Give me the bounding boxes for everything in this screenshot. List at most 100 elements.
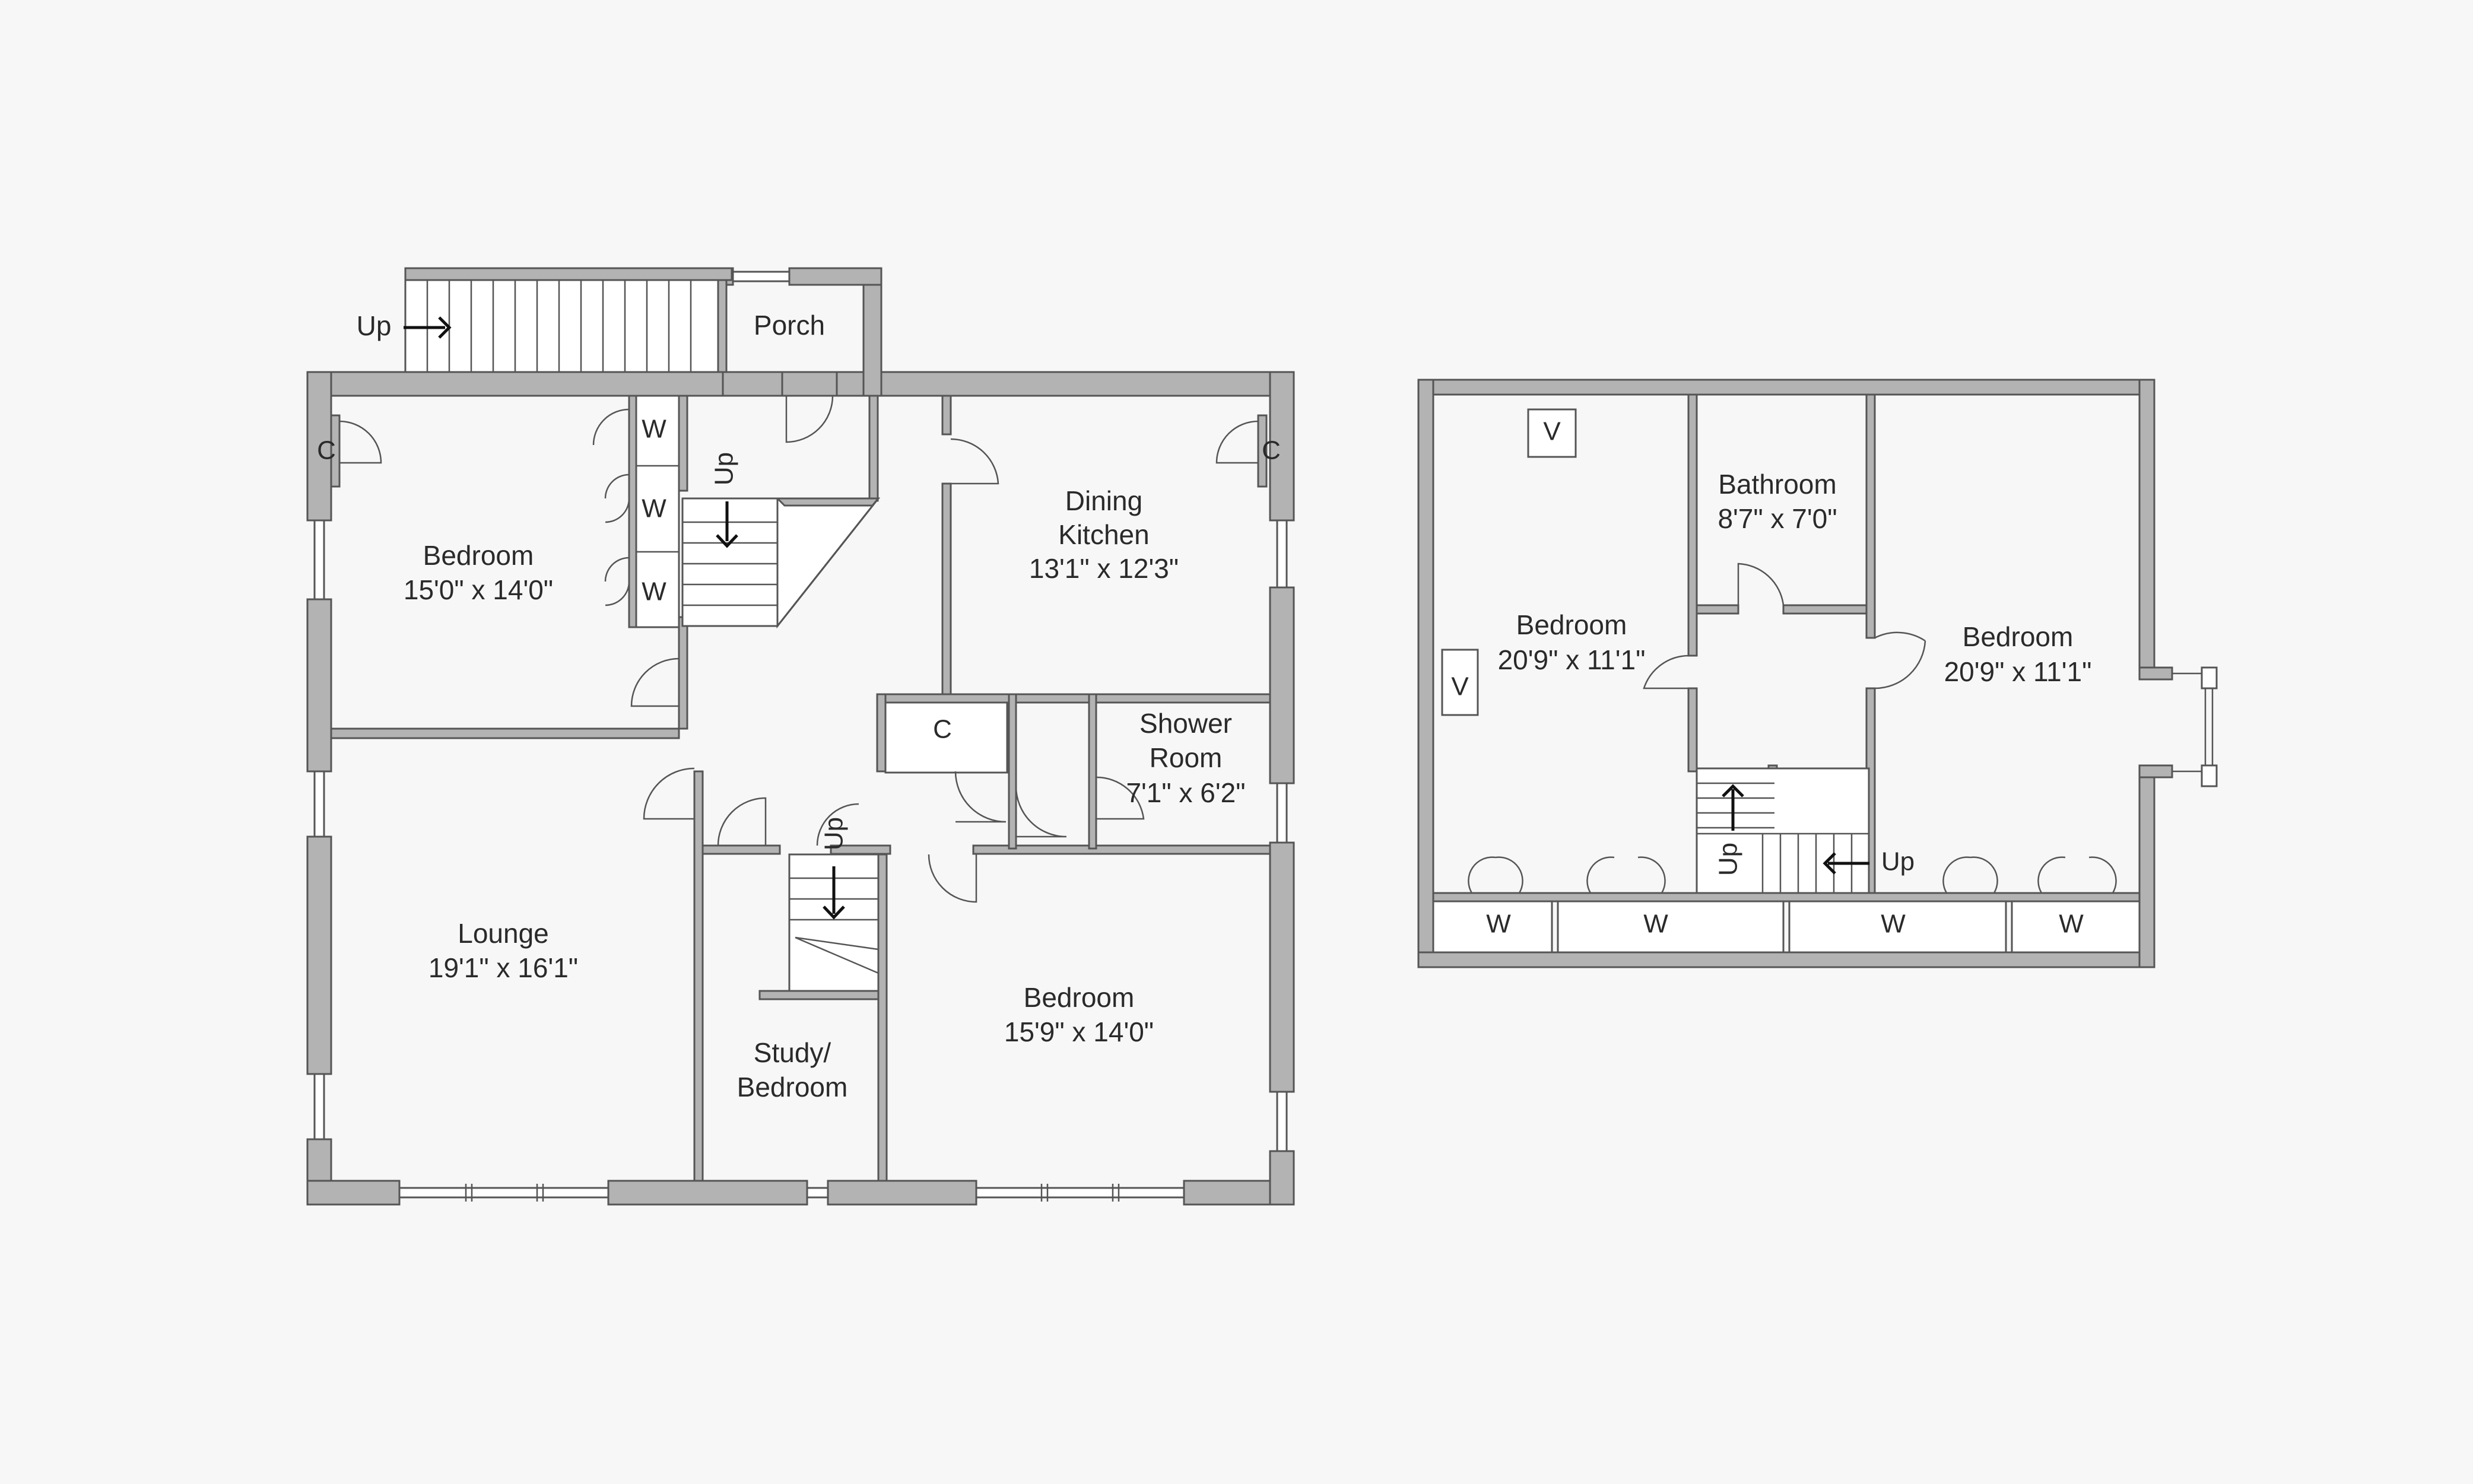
wardrobe — [1557, 900, 1785, 954]
void-box — [1527, 408, 1577, 458]
wardrobe-front — [1432, 892, 2141, 903]
window — [1276, 782, 1288, 844]
external-stair-up-label: Up — [357, 310, 392, 341]
ground-wall-east-low — [1269, 841, 1295, 1093]
porch-wall-west — [717, 267, 728, 373]
ground-wall-south-a — [306, 1180, 401, 1206]
room-size: 20'9" x 11'1" — [1944, 656, 2092, 687]
stair-up-label: Up — [710, 452, 739, 485]
void-label: V — [1543, 417, 1561, 446]
window — [975, 1187, 1185, 1199]
room-name-bedroom: Bedroom — [1024, 982, 1135, 1013]
first-wall-east-bottom — [2138, 767, 2155, 968]
ground-wall-north-right — [836, 371, 1295, 397]
room-size: 19'1" x 16'1" — [428, 952, 578, 983]
wardrobe-block — [628, 395, 680, 628]
ground-wall-south-b — [607, 1180, 808, 1206]
wall-shower-west — [1088, 693, 1097, 850]
stair-treads — [426, 280, 692, 372]
window — [313, 1073, 325, 1140]
room-name-bedroom: Bedroom — [423, 540, 534, 571]
door-swings — [1468, 563, 2117, 894]
wall-kitchen-south — [876, 693, 1271, 704]
wardrobe — [1432, 900, 1553, 954]
first-wall-east-top — [2138, 379, 2155, 678]
first-wall-bath-south-b — [1782, 604, 1868, 615]
wall-hall-west-b — [678, 616, 688, 730]
window — [398, 1187, 609, 1199]
wall-bedroom-south — [330, 727, 680, 739]
window — [313, 519, 325, 600]
void-label: V — [1451, 672, 1469, 701]
wall-kitchen-west-b — [941, 482, 952, 695]
porch-wall-north-a — [788, 267, 882, 286]
stair-up-arrow — [716, 501, 738, 548]
room-size: 8'7" x 7'0" — [1718, 503, 1837, 534]
window — [806, 1187, 829, 1199]
first-wall-bath-east — [1865, 393, 1876, 639]
dormer-top — [2138, 666, 2173, 681]
external-stair-wall — [404, 267, 733, 281]
room-name-study-bedroom: Bedroom — [737, 1072, 848, 1102]
room-size: 20'9" x 11'1" — [1498, 644, 1646, 675]
wardrobe-label: W — [642, 415, 666, 444]
stair-up-arrow — [404, 316, 452, 339]
room-name-dining: Dining — [1065, 485, 1142, 516]
room-name-room: Room — [1150, 742, 1223, 773]
stair-up-arrow — [823, 866, 845, 920]
wardrobe-label: W — [1643, 910, 1668, 939]
external-stair — [404, 279, 719, 373]
window — [732, 271, 791, 282]
room-name-bedroom: Bedroom — [1516, 609, 1627, 640]
ground-wall-east-mid — [1269, 586, 1295, 784]
stair-up-label: Up — [1881, 847, 1915, 876]
room-name-study: Study/ — [754, 1037, 831, 1068]
cupboard-hall — [884, 701, 1008, 774]
porch-wall-east — [862, 267, 882, 397]
stair-up-arrow — [1722, 784, 1869, 875]
wardrobe-label: W — [642, 577, 666, 606]
wall-cupboard-block — [876, 693, 887, 773]
wall-stair-lower — [758, 990, 880, 1000]
first-stair — [1696, 767, 1870, 894]
wall-kitchen-west — [941, 395, 952, 436]
cupboard-label: C — [933, 715, 952, 744]
first-wall-bath-south — [1696, 604, 1739, 615]
room-name-porch: Porch — [754, 310, 825, 341]
wall-bedroom-se-north — [972, 844, 1271, 855]
wardrobe — [2011, 900, 2141, 954]
ground-wall-west-mid — [306, 598, 332, 773]
first-wall-north — [1417, 379, 2155, 396]
ground-wall-west-low — [306, 835, 332, 1075]
wall-stair-east — [868, 395, 879, 502]
room-name-kitchen: Kitchen — [1058, 519, 1149, 550]
cupboard-c-wall — [330, 414, 341, 488]
void-box — [1441, 649, 1479, 716]
room-name-shower: Shower — [1139, 708, 1232, 739]
first-wall-bedroom-w-east — [1687, 393, 1698, 657]
dormer-window-post — [2201, 764, 2218, 787]
first-wall-south — [1417, 951, 2155, 968]
ground-wall-east-bottom — [1269, 1150, 1295, 1206]
dormer-bottom — [2138, 764, 2173, 778]
window-mullions — [465, 1184, 1120, 1202]
wardrobe — [1788, 900, 2007, 954]
dormer-window — [2172, 672, 2214, 773]
stair-winder-edge — [776, 498, 880, 627]
cupboard-label: C — [1262, 436, 1281, 465]
room-size: 15'0" x 14'0" — [404, 574, 553, 605]
room-size: 13'1" x 12'3" — [1029, 553, 1179, 584]
stair-treads — [1697, 782, 1869, 893]
wall-lounge-east — [693, 770, 704, 1182]
wall-hall-west — [678, 395, 688, 492]
room-name-bathroom: Bathroom — [1718, 469, 1836, 500]
first-floor: W W W W Up Up V V — [1417, 379, 2218, 968]
ground-wall-north-door-left — [722, 371, 783, 397]
stair-winder-wall — [775, 497, 881, 507]
wall-cupboard-c-east — [1008, 693, 1017, 850]
ground-floor: Up C C C W W W — [306, 267, 1295, 1206]
room-name-lounge: Lounge — [458, 918, 549, 949]
wall-study-north — [701, 844, 781, 855]
wall-study-east — [877, 853, 888, 1182]
